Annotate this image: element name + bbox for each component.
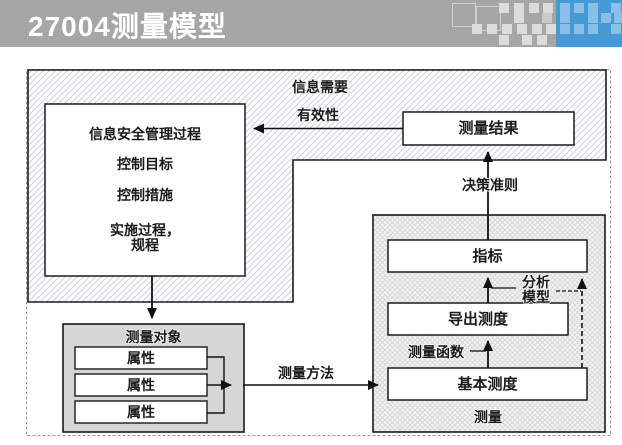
measured-object-label: 测量对象 [125, 329, 182, 345]
decor-square [560, 24, 570, 34]
info-needs-label: 信息需要 [292, 78, 348, 95]
slide-title: 27004测量模型 [28, 11, 227, 42]
decor-square [611, 3, 621, 13]
decor-square [560, 13, 570, 23]
decor-square [529, 3, 539, 13]
decor-square [537, 35, 547, 45]
decor-square [574, 24, 584, 34]
decor-square [472, 24, 482, 34]
decor-square [517, 24, 527, 34]
decor-square [588, 13, 598, 23]
attribute-label: 属性 [127, 404, 155, 420]
decor-square [514, 13, 524, 23]
decor-outline-square [452, 3, 476, 27]
base-measures-box [387, 367, 588, 401]
decor-square [532, 24, 542, 34]
decor-square [499, 3, 509, 13]
isms-process-box [44, 103, 246, 277]
derived-measures-label: 导出测度 [447, 310, 508, 328]
isms-line: 控制措施 [117, 186, 173, 203]
decision-criteria-label: 决策准则 [462, 176, 518, 193]
measurement-function-label: 测量函数 [408, 343, 464, 360]
decor-square [588, 3, 598, 13]
decor-square [601, 13, 611, 23]
decor-square [487, 24, 497, 34]
attribute-box [74, 346, 208, 370]
isms-line: 实施过程， [110, 221, 180, 238]
isms-line: 规程 [131, 236, 159, 253]
decor-square [522, 35, 532, 45]
analysis-model-label-line2: 模型 [522, 288, 550, 305]
decor-square [543, 3, 553, 13]
analysis-model-label-line1: 分析 [522, 273, 550, 290]
measurement-label: 测量 [474, 409, 502, 425]
measurement-results-box [402, 111, 575, 146]
decor-square [560, 3, 570, 13]
decor-square [546, 24, 556, 34]
decor-square [502, 24, 512, 34]
attribute-box [74, 400, 208, 424]
isms-line: 控制目标 [117, 155, 173, 172]
decor-square [574, 3, 584, 13]
decor-square [542, 13, 552, 23]
effectiveness-label: 有效性 [297, 106, 339, 123]
slide-header-bar: 27004测量模型 [0, 0, 622, 47]
attribute-label: 属性 [127, 350, 155, 366]
decor-square [611, 24, 621, 34]
base-measures-label: 基本测度 [457, 375, 518, 393]
measurement-method-label: 测量方法 [278, 364, 334, 381]
indicators-label: 指标 [472, 247, 503, 265]
decor-square [514, 3, 524, 13]
attribute-label: 属性 [127, 377, 155, 393]
derived-measures-box [387, 302, 569, 336]
isms-line: 信息安全管理过程 [89, 125, 201, 142]
measurement-results-label: 测量结果 [458, 120, 519, 137]
decor-square [499, 35, 509, 45]
indicators-box [387, 239, 588, 273]
decor-square [588, 24, 598, 34]
decor-square [614, 13, 622, 23]
